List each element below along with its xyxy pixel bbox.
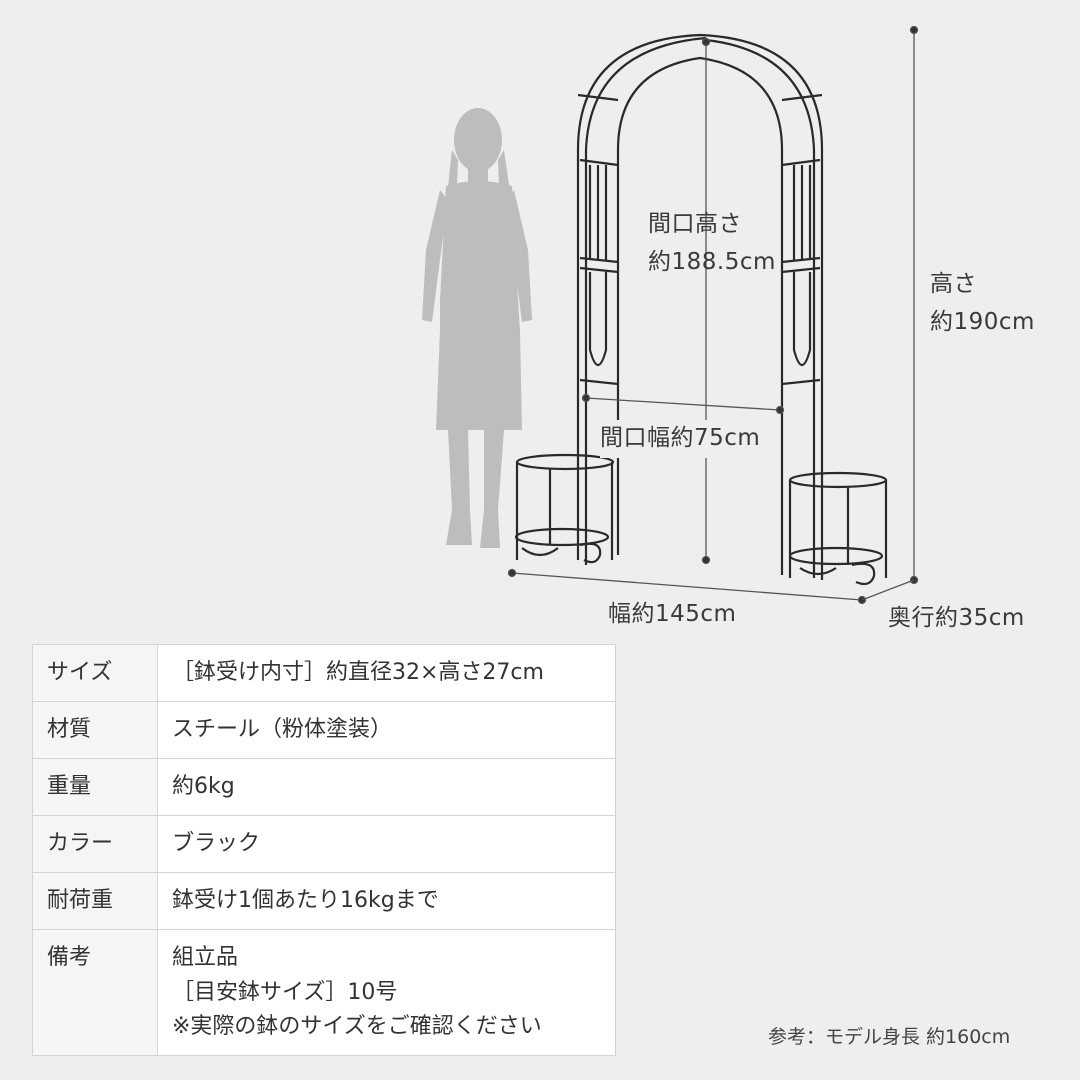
spec-key: サイズ	[32, 643, 158, 703]
spec-row: 重量 約6kg	[32, 758, 616, 817]
depth-label: 奥行約35cm	[888, 605, 1025, 631]
spec-value: 鉢受け1個あたり16kgまで	[157, 872, 616, 931]
model-height-reference: 参考：モデル身長 約160cm	[768, 1026, 1011, 1048]
model-silhouette	[422, 108, 532, 548]
spec-value: ［鉢受け内寸］約直径32×高さ27cm	[157, 643, 616, 703]
spec-value: ブラック	[157, 815, 616, 874]
note-line: 組立品	[172, 945, 239, 971]
spec-value: スチール（粉体塗装）	[157, 701, 616, 760]
spec-key: 耐荷重	[32, 872, 158, 931]
note-line: ※実際の鉢のサイズをご確認ください	[172, 1013, 542, 1039]
spec-table: サイズ ［鉢受け内寸］約直径32×高さ27cm 材質 スチール（粉体塗装） 重量…	[32, 643, 616, 1056]
arch-frame	[514, 33, 888, 586]
spec-key: カラー	[32, 815, 158, 874]
spec-row: 材質 スチール（粉体塗装）	[32, 701, 616, 760]
spec-row: カラー ブラック	[32, 815, 616, 874]
spec-value: 約6kg	[157, 758, 616, 817]
opening-width-label: 間口幅約75cm	[600, 420, 761, 458]
opening-height-value: 約188.5cm	[648, 248, 776, 275]
spec-row-notes: 備考 組立品 ［目安鉢サイズ］10号 ※実際の鉢のサイズをご確認ください	[32, 929, 616, 1056]
spec-row: 耐荷重 鉢受け1個あたり16kgまで	[32, 872, 616, 931]
opening-height-title: 間口高さ	[648, 211, 742, 237]
height-value: 約190cm	[930, 308, 1035, 335]
spec-key: 材質	[32, 701, 158, 760]
spec-row: サイズ ［鉢受け内寸］約直径32×高さ27cm	[32, 643, 616, 703]
width-label: 幅約145cm	[608, 601, 737, 627]
spec-notes: 組立品 ［目安鉢サイズ］10号 ※実際の鉢のサイズをご確認ください	[157, 929, 616, 1056]
spec-key: 重量	[32, 758, 158, 817]
note-line: ［目安鉢サイズ］10号	[172, 979, 398, 1005]
opening-height-label: 間口高さ 約188.5cm	[648, 206, 776, 282]
dimension-lines	[507, 25, 919, 605]
height-label: 高さ 約190cm	[930, 266, 1035, 342]
height-title: 高さ	[930, 271, 977, 297]
product-diagram	[422, 25, 919, 605]
spec-key: 備考	[32, 929, 158, 1056]
